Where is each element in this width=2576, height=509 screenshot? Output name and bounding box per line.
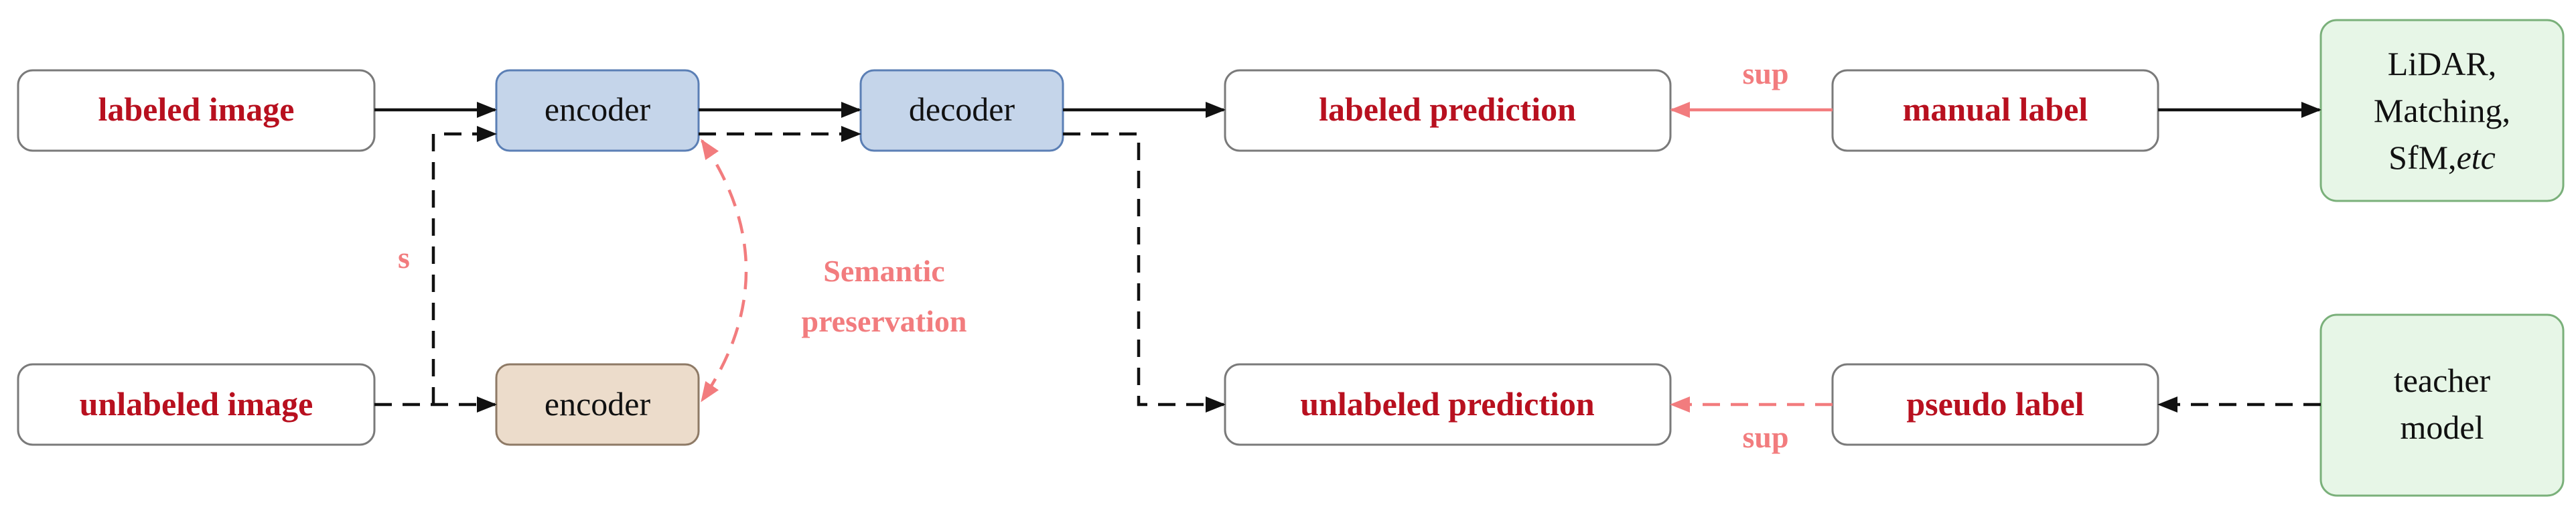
unlabeled-image-label: unlabeled image xyxy=(80,385,313,423)
sup-top-label: sup xyxy=(1742,56,1788,90)
labeled-image-label: labeled image xyxy=(98,90,294,128)
teacher-model-line-2: model xyxy=(2401,409,2484,446)
labeled-prediction-label: labeled prediction xyxy=(1319,90,1576,128)
label-sources-line-3: SfM,etc xyxy=(2388,139,2496,176)
node-encoder-top: encoder xyxy=(495,69,700,152)
encoder-bottom-label: encoder xyxy=(545,385,651,423)
dashed-arrows xyxy=(374,126,2321,413)
s-label: s xyxy=(398,240,410,275)
semantic-preservation-line-2: preservation xyxy=(801,304,967,338)
supervision-arrows xyxy=(701,102,1833,413)
label-sources-etc: etc xyxy=(2457,139,2496,176)
arrow-unlabeled-branch-to-encoder-top xyxy=(431,126,497,405)
node-labeled-image: labeled image xyxy=(17,69,376,152)
semantic-preservation-line-1: Semantic xyxy=(823,254,944,288)
node-unlabeled-image: unlabeled image xyxy=(17,363,376,446)
node-teacher-model: teacher model xyxy=(2319,313,2565,497)
node-encoder-bottom: encoder xyxy=(495,363,700,446)
manual-label-label: manual label xyxy=(1903,90,2088,128)
label-sources-sfm: SfM, xyxy=(2388,139,2456,176)
arrow-semantic-preservation xyxy=(701,139,748,403)
decoder-label: decoder xyxy=(909,90,1015,128)
node-label-sources: LiDAR, Matching, SfM,etc xyxy=(2319,19,2565,202)
encoder-top-label: encoder xyxy=(545,90,651,128)
label-sources-line-1: LiDAR, xyxy=(2388,45,2497,82)
node-labeled-prediction: labeled prediction xyxy=(1224,69,1672,152)
node-unlabeled-prediction: unlabeled prediction xyxy=(1224,363,1672,446)
arrow-decoder-to-unlabeled-prediction xyxy=(1063,132,1226,413)
label-sources-line-2: Matching, xyxy=(2374,92,2510,129)
sup-bottom-label: sup xyxy=(1742,420,1788,454)
pseudo-label-label: pseudo label xyxy=(1906,385,2084,423)
node-decoder: decoder xyxy=(859,69,1064,152)
unlabeled-prediction-label: unlabeled prediction xyxy=(1300,385,1595,423)
node-manual-label: manual label xyxy=(1831,69,2159,152)
node-pseudo-label: pseudo label xyxy=(1831,363,2159,446)
teacher-model-line-1: teacher xyxy=(2394,362,2491,399)
